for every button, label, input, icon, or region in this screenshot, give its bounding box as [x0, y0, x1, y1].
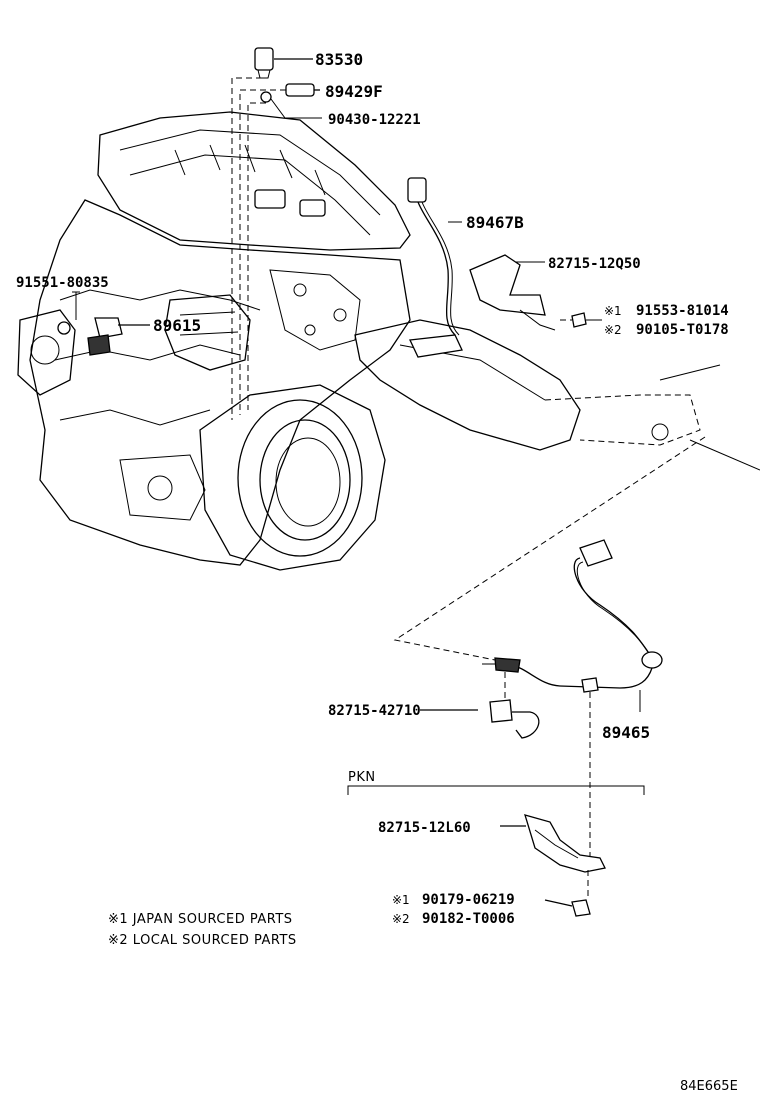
lower-oxygen-sensor [393, 436, 706, 862]
part-83530: 83530 [315, 50, 363, 69]
mark-japan-1: ※1 [604, 304, 622, 318]
part-90430-12221: 90430-12221 [328, 112, 421, 128]
part-89615: 89615 [153, 316, 201, 335]
upper-oxygen-sensor [407, 177, 602, 358]
part-91553-81014: 91553-81014 [636, 303, 729, 319]
section-label-pkn: PKN [348, 770, 376, 785]
knock-sensor-group [57, 291, 150, 356]
part-82715-42710: 82715-42710 [328, 703, 421, 719]
part-90179-06219: 90179-06219 [422, 892, 515, 908]
mark-local-1: ※2 [604, 323, 622, 337]
part-90182-t0006: 90182-T0006 [422, 911, 515, 927]
note-local-sourced: ※2 LOCAL SOURCED PARTS [108, 933, 297, 948]
mark-local-2: ※2 [392, 912, 410, 926]
mark-japan-2: ※1 [392, 893, 410, 907]
part-89429f: 89429F [325, 82, 383, 101]
part-89467b: 89467B [466, 213, 524, 232]
note-japan-sourced: ※1 JAPAN SOURCED PARTS [108, 912, 293, 927]
part-89465: 89465 [602, 723, 650, 742]
diagram-code: 84E665E [680, 1079, 738, 1094]
part-82715-12l60: 82715-12L60 [378, 820, 471, 836]
pkn-section [347, 785, 645, 917]
engine-drawing [17, 111, 411, 571]
top-sensors [231, 47, 322, 420]
part-82715-12q50: 82715-12Q50 [548, 256, 641, 272]
part-91551-80835: 91551-80835 [16, 275, 109, 291]
part-90105-t0178: 90105-T0178 [636, 322, 729, 338]
